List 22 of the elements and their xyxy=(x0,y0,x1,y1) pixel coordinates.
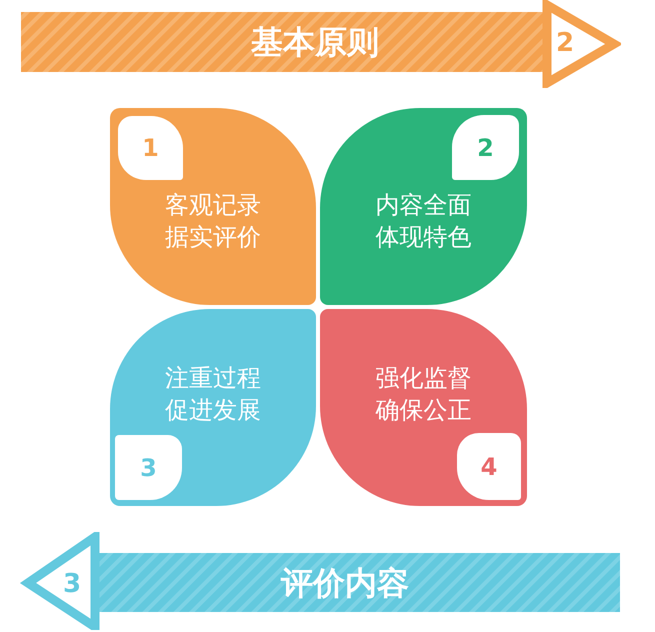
petal-card xyxy=(110,108,316,305)
number-tab xyxy=(452,115,519,180)
banner-title: 评价内容 xyxy=(281,567,409,599)
step-number: 3 xyxy=(62,571,82,597)
arrow-banner xyxy=(21,0,621,88)
petal-card xyxy=(110,309,316,506)
step-number: 2 xyxy=(556,30,574,56)
petal-text: 强化监督确保公正 xyxy=(374,363,472,426)
step-number: 3 xyxy=(140,456,157,480)
step-number: 1 xyxy=(142,136,159,160)
step-number: 4 xyxy=(480,454,498,478)
number-tab xyxy=(118,116,183,180)
petal-card xyxy=(320,309,527,506)
petal-card xyxy=(320,108,527,305)
number-tab xyxy=(115,435,182,500)
petal-text: 客观记录据实评价 xyxy=(164,190,262,253)
banner-title: 基本原则 xyxy=(251,26,379,58)
number-tab xyxy=(457,433,521,500)
petal-text: 内容全面体现特色 xyxy=(374,190,472,253)
arrow-banner xyxy=(20,532,622,630)
petal-text: 注重过程促进发展 xyxy=(164,363,262,426)
step-number: 2 xyxy=(477,136,494,160)
